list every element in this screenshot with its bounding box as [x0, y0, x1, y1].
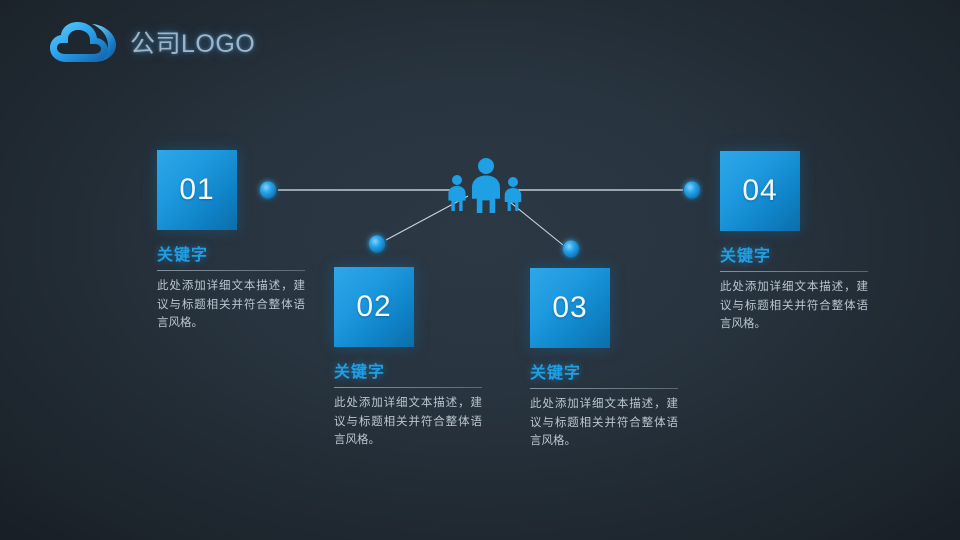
number-label-03: 03 [552, 291, 588, 324]
people-group-icon [446, 157, 526, 213]
connector-dot-03 [563, 240, 579, 258]
item-card-04[interactable]: 04 关键字 此处添加详细文本描述，建议与标题相关并符合整体语言风格。 [720, 151, 875, 334]
card-divider-01 [157, 270, 305, 271]
keyword-title-01: 关键字 [157, 247, 209, 264]
item-card-01[interactable]: 01 关键字 此处添加详细文本描述，建议与标题相关并符合整体语言风格。 [157, 150, 312, 333]
card-divider-04 [720, 271, 868, 272]
description-02: 此处添加详细文本描述，建议与标题相关并符合整体语言风格。 [334, 397, 482, 447]
number-label-02: 02 [356, 290, 392, 323]
item-card-03[interactable]: 03 关键字 此处添加详细文本描述，建议与标题相关并符合整体语言风格。 [530, 268, 685, 451]
card-divider-02 [334, 387, 482, 388]
description-04: 此处添加详细文本描述，建议与标题相关并符合整体语言风格。 [720, 281, 868, 331]
keyword-title-02: 关键字 [334, 364, 386, 381]
company-logo[interactable]: 公司LOGO [48, 14, 255, 70]
description-01: 此处添加详细文本描述，建议与标题相关并符合整体语言风格。 [157, 280, 305, 330]
connector-dot-04 [684, 181, 700, 199]
number-box-01: 01 [157, 150, 237, 230]
number-box-03: 03 [530, 268, 610, 348]
cloud-icon [50, 22, 116, 62]
number-label-04: 04 [742, 174, 778, 207]
keyword-title-04: 关键字 [720, 248, 772, 265]
item-card-02[interactable]: 02 关键字 此处添加详细文本描述，建议与标题相关并符合整体语言风格。 [334, 267, 489, 450]
number-box-04: 04 [720, 151, 800, 231]
connector-dot-02 [369, 235, 385, 253]
logo-text: 公司LOGO [130, 30, 256, 58]
keyword-title-03: 关键字 [530, 365, 582, 382]
card-divider-03 [530, 388, 678, 389]
number-label-01: 01 [179, 173, 215, 206]
description-03: 此处添加详细文本描述，建议与标题相关并符合整体语言风格。 [530, 398, 678, 448]
number-box-02: 02 [334, 267, 414, 347]
